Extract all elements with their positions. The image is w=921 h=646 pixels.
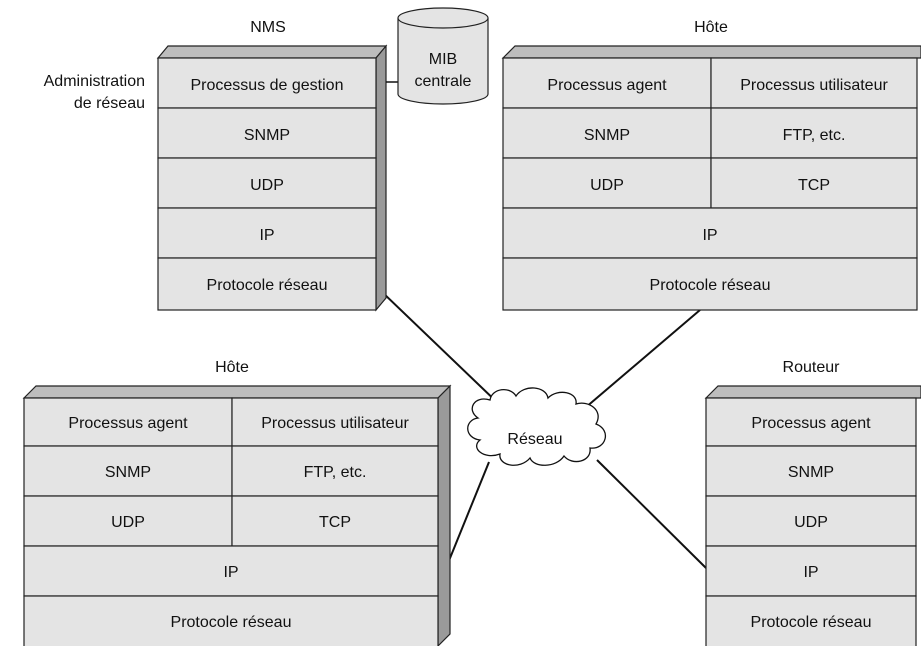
host-right-ftp-label: FTP, etc. xyxy=(783,127,846,144)
network-cloud: Réseau xyxy=(467,387,606,466)
mib-cylinder-top xyxy=(397,7,489,29)
host-right-top-face xyxy=(501,45,921,59)
nms-stack-side-face xyxy=(375,44,387,312)
host-right-stack: Hôte Processus agent Processus utilisate… xyxy=(501,19,921,311)
host-right-ftp xyxy=(710,107,918,159)
nms-side-label-line1: Administration xyxy=(44,73,145,90)
host-right-agent-process-label: Processus agent xyxy=(547,77,667,94)
nms-side-label-line2: de réseau xyxy=(74,95,145,112)
link-host-right-network xyxy=(584,309,701,409)
link-nms-network xyxy=(379,289,504,409)
router-layer-snmp-label: SNMP xyxy=(788,464,834,481)
host-right-network-protocol-label: Protocole réseau xyxy=(650,277,771,294)
network-label: Réseau xyxy=(507,431,562,448)
nms-layer-snmp-label: SNMP xyxy=(244,127,290,144)
network-links xyxy=(379,289,707,569)
router-top-face xyxy=(704,385,921,399)
host-right-udp xyxy=(502,157,712,209)
host-right-title: Hôte xyxy=(694,19,728,36)
host-left-stack: Hôte Processus agent Processus utilisate… xyxy=(22,359,452,646)
host-left-tcp xyxy=(231,495,439,547)
link-host-left-network xyxy=(445,461,490,569)
mib-label-line1: MIB xyxy=(429,51,457,68)
host-left-snmp-label: SNMP xyxy=(105,464,151,481)
nms-title: NMS xyxy=(250,19,286,36)
router-layer-network-protocol-label: Protocole réseau xyxy=(751,614,872,631)
router-layer-udp xyxy=(705,495,917,547)
nms-layer-ip-label: IP xyxy=(259,227,274,244)
nms-layer-management-process-label: Processus de gestion xyxy=(191,77,344,94)
host-left-tcp-label: TCP xyxy=(319,514,351,531)
nms-layer-management-process xyxy=(157,57,377,109)
router-layer-snmp xyxy=(705,445,917,497)
host-right-tcp-label: TCP xyxy=(798,177,830,194)
host-left-ip xyxy=(23,545,439,597)
host-right-snmp-label: SNMP xyxy=(584,127,630,144)
central-mib-database-icon: MIB centrale xyxy=(397,7,489,105)
nms-stack-top-face xyxy=(156,45,388,59)
cloud-shape xyxy=(467,387,606,466)
nms-stack: NMS Administration de réseau Processus d… xyxy=(44,19,388,312)
router-title: Routeur xyxy=(783,359,841,376)
host-left-udp-label: UDP xyxy=(111,514,145,531)
host-left-title: Hôte xyxy=(215,359,249,376)
router-layer-ip-label: IP xyxy=(803,564,818,581)
host-right-tcp xyxy=(710,157,918,209)
host-left-ftp xyxy=(231,445,439,497)
host-right-ip-label: IP xyxy=(702,227,717,244)
host-left-ip-label: IP xyxy=(223,564,238,581)
router-layer-agent-process xyxy=(705,397,917,447)
host-left-agent-process-label: Processus agent xyxy=(68,415,188,432)
router-stack: Routeur Processus agent SNMP UDP IP Prot… xyxy=(704,359,921,646)
host-right-snmp xyxy=(502,107,712,159)
host-right-ip xyxy=(502,207,918,259)
mib-cylinder-body xyxy=(397,18,489,105)
router-layer-network-protocol xyxy=(705,595,917,646)
host-left-side-face xyxy=(437,384,451,646)
host-left-udp xyxy=(23,495,233,547)
nms-layer-udp-label: UDP xyxy=(250,177,284,194)
router-layer-agent-process-label: Processus agent xyxy=(751,415,871,432)
nms-layer-network-protocol xyxy=(157,257,377,311)
host-left-network-protocol xyxy=(23,595,439,646)
router-layer-udp-label: UDP xyxy=(794,514,828,531)
router-layer-ip xyxy=(705,545,917,597)
nms-layer-network-protocol-label: Protocole réseau xyxy=(207,277,328,294)
host-left-ftp-label: FTP, etc. xyxy=(304,464,367,481)
host-right-network-protocol xyxy=(502,257,918,311)
host-left-user-process-label: Processus utilisateur xyxy=(261,415,409,432)
link-router-network xyxy=(596,459,707,569)
host-right-user-process-label: Processus utilisateur xyxy=(740,77,888,94)
host-left-top-face xyxy=(22,385,452,399)
mib-label-line2: centrale xyxy=(415,73,472,90)
host-left-network-protocol-label: Protocole réseau xyxy=(171,614,292,631)
host-right-udp-label: UDP xyxy=(590,177,624,194)
nms-layer-ip xyxy=(157,207,377,259)
nms-layer-udp xyxy=(157,157,377,209)
